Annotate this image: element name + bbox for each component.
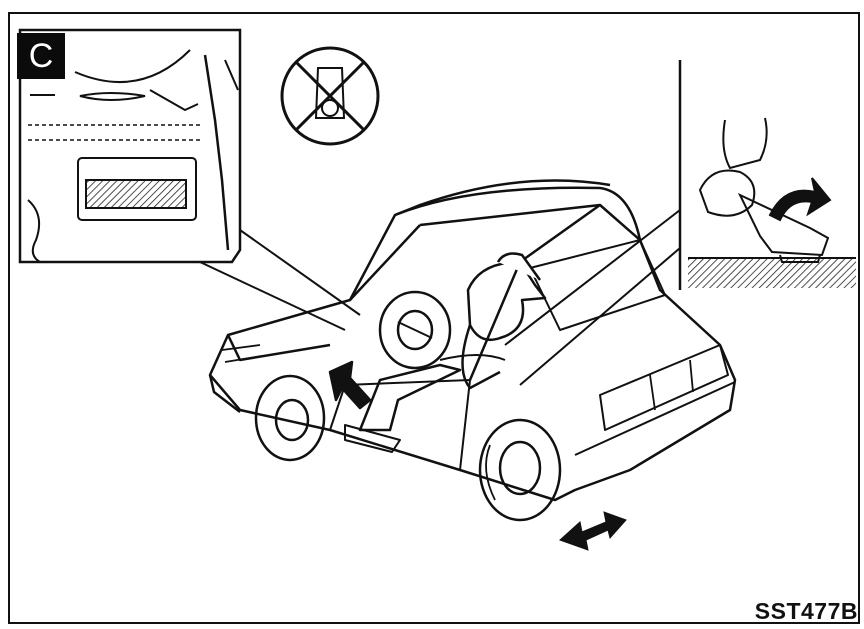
- leader-lines: [200, 210, 680, 385]
- figure-code: SST477B: [755, 598, 858, 625]
- inset-badge: C: [17, 33, 65, 79]
- parking-brake-inset: [680, 60, 856, 290]
- arrow-icon: [560, 512, 626, 550]
- prohibition-sign-icon: [282, 48, 378, 144]
- car-illustration: [210, 181, 735, 521]
- arrow-icon: [770, 178, 830, 220]
